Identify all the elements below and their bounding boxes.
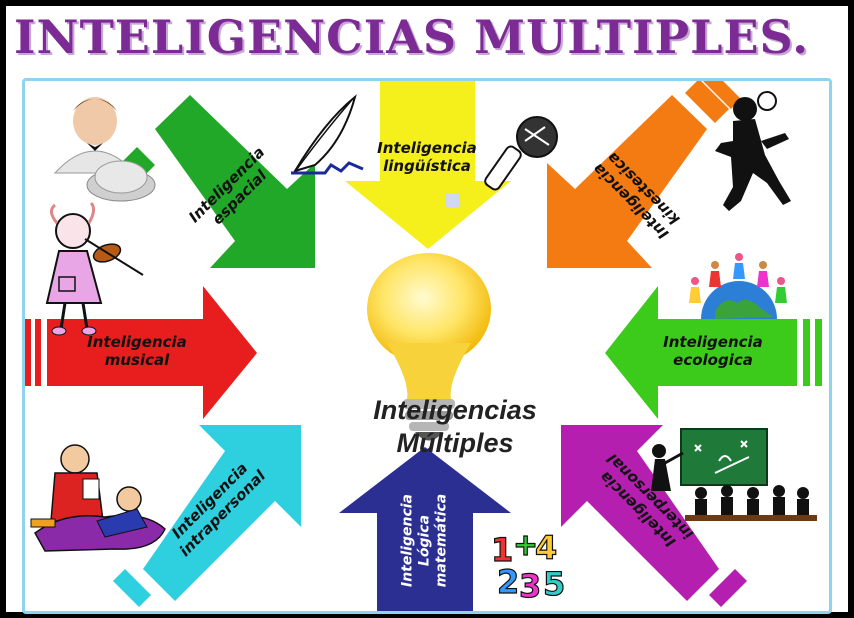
- arrow-intrapersonal-stripe: [113, 569, 151, 607]
- arrow-kinestesica: [547, 95, 707, 268]
- numbers-icon: 1 + 4 2 3 5: [490, 527, 565, 605]
- psychologist-icon: [30, 444, 166, 552]
- arrow-espacial: [155, 95, 315, 268]
- lightbulb-icon: [367, 253, 491, 441]
- label-linguistica: Inteligencia lingüística: [377, 139, 477, 175]
- arrow-intrapersonal: [143, 425, 301, 601]
- arrow-interpersonal: [561, 425, 719, 601]
- arrow-ecologica-stripe: [803, 319, 810, 386]
- label-ecologica: Inteligencia ecologica: [663, 333, 763, 369]
- earth-children-icon: [689, 253, 787, 319]
- arrow-musical-stripe: [25, 319, 31, 386]
- arrow-linguistica: [345, 81, 511, 249]
- arrow-ecologica: [605, 286, 797, 419]
- microphone-icon: [484, 116, 558, 191]
- svg-text:1: 1: [491, 531, 513, 569]
- arrow-linguistica-mark: [445, 193, 459, 207]
- arrow-musical: [47, 286, 257, 419]
- diagram-panel: 1 + 4 2 3 5 Inteligencias Múltiples Inte…: [22, 78, 832, 614]
- svg-text:4: 4: [535, 529, 557, 567]
- diagram-canvas: 1 + 4 2 3 5: [25, 81, 822, 611]
- arrow-logica: [339, 447, 511, 611]
- soccer-player-icon: [715, 91, 791, 211]
- svg-text:5: 5: [543, 565, 565, 603]
- violinist-icon: [45, 201, 144, 336]
- arrow-ecologica-stripe-2: [815, 319, 822, 386]
- butler-icon: [53, 97, 156, 202]
- label-logica: Inteligencia Lógica matemática: [399, 493, 450, 588]
- svg-text:+: +: [513, 528, 538, 563]
- center-title-line1: Inteligencias: [373, 395, 537, 425]
- arrow-interpersonal-stripe: [709, 569, 747, 607]
- classroom-icon: [651, 428, 817, 521]
- arrow-musical-stripe-2: [35, 319, 41, 386]
- arrow-kinestesica-stripe-2: [703, 81, 741, 109]
- quill-icon: [291, 94, 364, 175]
- arrow-kinestesica-stripe: [685, 81, 729, 123]
- svg-text:3: 3: [519, 567, 541, 605]
- page-title: INTELIGENCIAS MULTIPLES.: [14, 10, 810, 64]
- center-title-line2: Múltiples: [396, 428, 514, 458]
- center-title: Inteligencias Múltiples: [330, 394, 580, 460]
- arrow-espacial-stripe: [123, 147, 155, 179]
- label-musical: Inteligencia musical: [87, 333, 187, 369]
- svg-text:2: 2: [497, 563, 519, 601]
